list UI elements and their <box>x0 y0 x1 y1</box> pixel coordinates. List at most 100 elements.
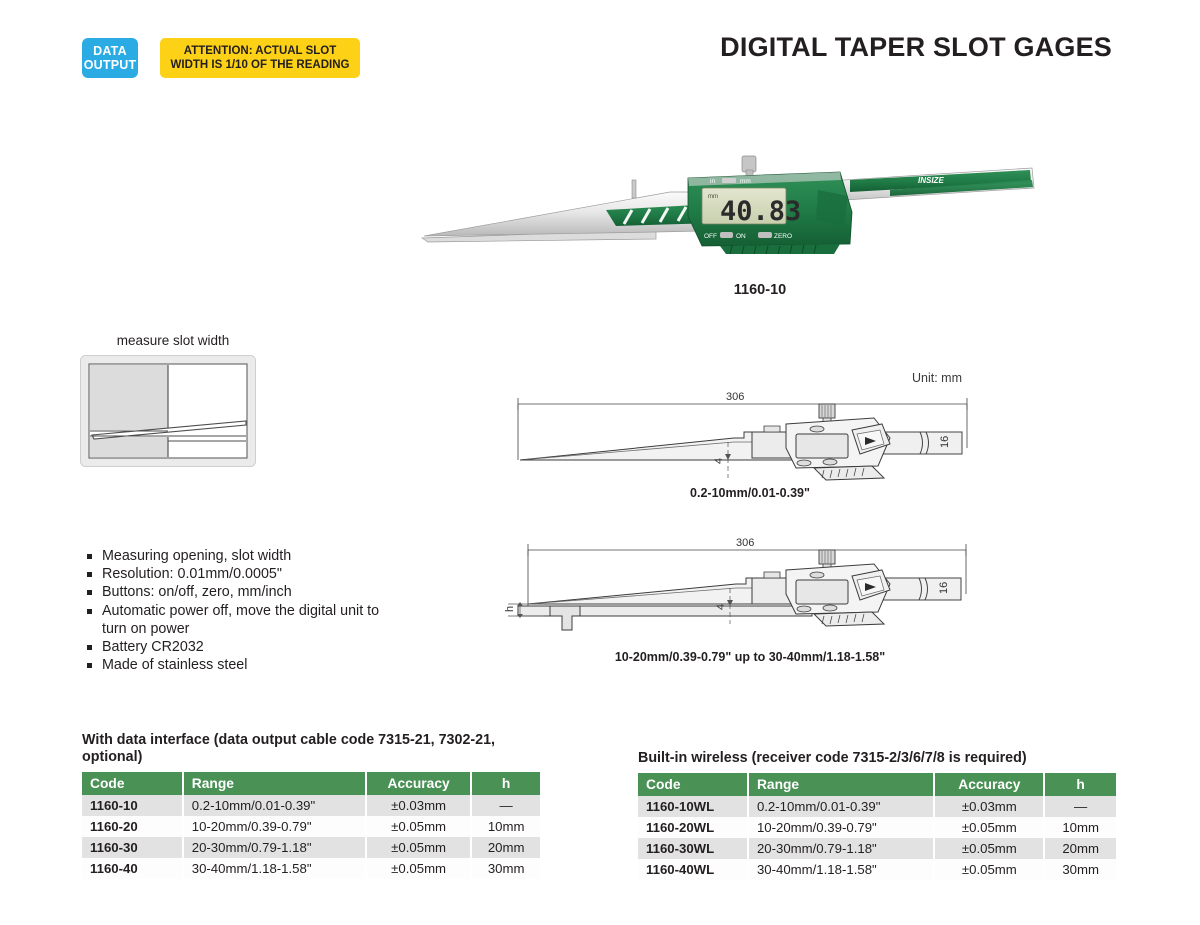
cell-range: 10-20mm/0.39-0.79" <box>747 817 936 838</box>
drawing-2-caption: 10-20mm/0.39-0.79" up to 30-40mm/1.18-1.… <box>614 650 886 664</box>
cell-code: 1160-40 <box>82 858 184 879</box>
feature-item: Battery CR2032 <box>85 638 385 656</box>
cell-h: 20mm <box>471 837 540 858</box>
zero-button-label[interactable]: ZERO <box>774 233 792 240</box>
cell-h: 10mm <box>471 816 540 837</box>
on-button-label[interactable]: ON <box>736 233 746 240</box>
cell-code: 1160-20 <box>82 816 184 837</box>
table-header-row: Code Range Accuracy h <box>82 772 540 795</box>
cell-h: 30mm <box>471 858 540 879</box>
table-block-data-interface: With data interface (data output cable c… <box>82 732 540 879</box>
cell-accuracy: ±0.05mm <box>934 859 1046 880</box>
dimension-thickness-2: 4 <box>715 604 727 610</box>
cell-code: 1160-20WL <box>638 817 749 838</box>
technical-drawing-2-svg: 306 16 h 4 <box>504 537 967 631</box>
feature-item: Automatic power off, move the digital un… <box>85 602 385 638</box>
slot-diagram-svg <box>80 355 256 467</box>
cell-code: 1160-30 <box>82 837 184 858</box>
spec-table-data-interface: Code Range Accuracy h 1160-10 0.2-10mm/0… <box>82 772 540 879</box>
cell-h: 20mm <box>1044 838 1116 859</box>
table-row: 1160-20 10-20mm/0.39-0.79" ±0.05mm 10mm <box>82 816 540 837</box>
table-row: 1160-30 20-30mm/0.79-1.18" ±0.05mm 20mm <box>82 837 540 858</box>
attention-badge-line1: ATTENTION: ACTUAL SLOT <box>183 44 337 57</box>
table-row: 1160-20WL 10-20mm/0.39-0.79" ±0.05mm 10m… <box>638 817 1116 838</box>
cell-range: 0.2-10mm/0.01-0.39" <box>182 795 367 816</box>
product-photo-svg: INSIZE in mm <box>420 155 1035 255</box>
slot-diagram <box>80 355 256 467</box>
dimension-thickness-1: 4 <box>713 458 725 464</box>
cell-range: 10-20mm/0.39-0.79" <box>182 816 367 837</box>
cell-code: 1160-10WL <box>638 796 749 817</box>
technical-drawing-1-svg: 306 16 4 <box>517 391 968 481</box>
cell-h: — <box>471 795 540 816</box>
cell-range: 30-40mm/1.18-1.58" <box>182 858 367 879</box>
cell-accuracy: ±0.05mm <box>934 817 1046 838</box>
feature-list: Measuring opening, slot width Resolution… <box>85 547 385 674</box>
cell-accuracy: ±0.03mm <box>365 795 473 816</box>
dimension-length-1: 306 <box>726 391 744 403</box>
zero-button[interactable] <box>758 232 772 238</box>
table-row: 1160-10 0.2-10mm/0.01-0.39" ±0.03mm — <box>82 795 540 816</box>
column-header-accuracy: Accuracy <box>934 773 1046 796</box>
column-header-code: Code <box>82 772 184 795</box>
spec-table-builtin-wireless: Code Range Accuracy h 1160-10WL 0.2-10mm… <box>638 773 1116 880</box>
off-button-label[interactable]: OFF <box>704 233 717 240</box>
cell-code: 1160-40WL <box>638 859 749 880</box>
technical-drawing-model-10: 306 16 4 <box>512 382 982 487</box>
cell-h: 10mm <box>1044 817 1116 838</box>
cell-accuracy: ±0.03mm <box>934 796 1046 817</box>
cell-code: 1160-30WL <box>638 838 749 859</box>
drawing-1-caption: 0.2-10mm/0.01-0.39" <box>690 486 810 500</box>
dimension-length-2: 306 <box>736 537 754 549</box>
table-row: 1160-10WL 0.2-10mm/0.01-0.39" ±0.03mm — <box>638 796 1116 817</box>
page-title: DIGITAL TAPER SLOT GAGES <box>720 32 1112 62</box>
product-photo: INSIZE in mm <box>420 150 1040 275</box>
technical-drawing-models-20-40: 306 16 h 4 <box>500 532 982 650</box>
attention-badge: ATTENTION: ACTUAL SLOT WIDTH IS 1/10 OF … <box>160 38 360 78</box>
feature-item: Resolution: 0.01mm/0.0005" <box>85 565 385 583</box>
column-header-h: h <box>471 772 540 795</box>
column-header-range: Range <box>182 772 367 795</box>
column-header-accuracy: Accuracy <box>365 772 473 795</box>
table-row: 1160-40 30-40mm/1.18-1.58" ±0.05mm 30mm <box>82 858 540 879</box>
cell-accuracy: ±0.05mm <box>934 838 1046 859</box>
brand-logo-text: INSIZE <box>918 176 944 185</box>
cell-h: — <box>1044 796 1116 817</box>
data-output-badge-line2: OUTPUT <box>83 58 137 72</box>
feature-item: Measuring opening, slot width <box>85 547 385 565</box>
dimension-width-1: 16 <box>939 436 951 448</box>
slot-diagram-caption: measure slot width <box>116 333 230 348</box>
unit-in-label: in <box>710 178 715 185</box>
cell-h: 30mm <box>1044 859 1116 880</box>
column-header-h: h <box>1044 773 1116 796</box>
table-block-builtin-wireless: Built-in wireless (receiver code 7315-2/… <box>638 750 1116 880</box>
feature-item: Buttons: on/off, zero, mm/inch <box>85 583 385 601</box>
data-output-badge: DATA OUTPUT <box>82 38 138 78</box>
cell-code: 1160-10 <box>82 795 184 816</box>
cell-accuracy: ±0.05mm <box>365 816 473 837</box>
data-output-badge-line1: DATA <box>93 44 127 58</box>
cell-accuracy: ±0.05mm <box>365 858 473 879</box>
off-on-button[interactable] <box>720 232 733 238</box>
product-model-label: 1160-10 <box>733 282 787 298</box>
lcd-unit-indicator: mm <box>708 194 718 200</box>
unit-label: Unit: mm <box>912 371 962 385</box>
dimension-h-2: h <box>504 606 516 612</box>
cell-range: 20-30mm/0.79-1.18" <box>182 837 367 858</box>
feature-item: Made of stainless steel <box>85 656 385 674</box>
attention-badge-line2: WIDTH IS 1/10 OF THE READING <box>170 59 350 71</box>
table-header-row: Code Range Accuracy h <box>638 773 1116 796</box>
table-title-data-interface: With data interface (data output cable c… <box>82 732 496 765</box>
column-header-code: Code <box>638 773 749 796</box>
lcd-screen <box>701 187 787 225</box>
table-title-builtin-wireless: Built-in wireless (receiver code 7315-2/… <box>638 750 1027 766</box>
unit-mm-label: mm <box>740 178 751 185</box>
column-header-range: Range <box>747 773 936 796</box>
cell-range: 20-30mm/0.79-1.18" <box>747 838 936 859</box>
cell-accuracy: ±0.05mm <box>365 837 473 858</box>
lcd-reading: 40.83 <box>720 196 801 227</box>
cell-range: 30-40mm/1.18-1.58" <box>747 859 936 880</box>
cell-range: 0.2-10mm/0.01-0.39" <box>747 796 936 817</box>
table-row: 1160-30WL 20-30mm/0.79-1.18" ±0.05mm 20m… <box>638 838 1116 859</box>
